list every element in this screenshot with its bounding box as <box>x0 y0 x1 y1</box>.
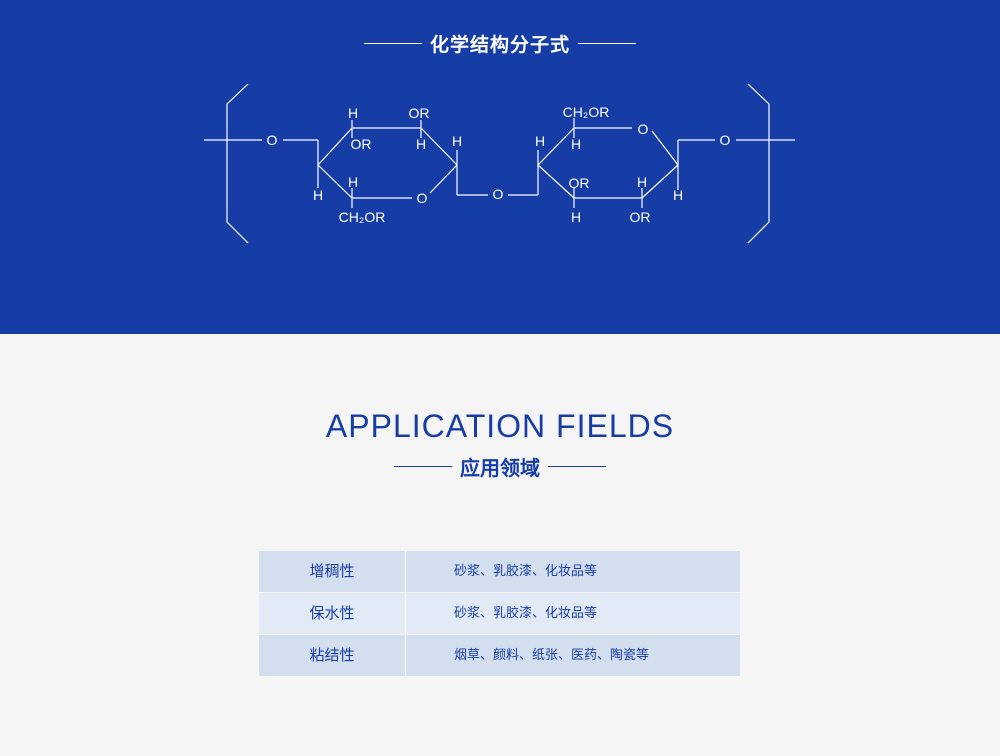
table-row: 保水性 砂浆、乳胶漆、化妆品等 <box>259 592 740 634</box>
oxygen-label: O <box>493 186 504 202</box>
banner-title-text: 化学结构分子式 <box>429 34 570 56</box>
or-label: OR <box>351 136 372 152</box>
hydrogen-label: H <box>348 174 358 190</box>
hydrogen-label: H <box>452 133 462 149</box>
title-rule-right <box>578 43 636 44</box>
oxygen-label: O <box>417 190 428 206</box>
hydrogen-label: H <box>416 136 426 152</box>
oxygen-label: O <box>638 121 649 137</box>
table-row: 增稠性 砂浆、乳胶漆、化妆品等 <box>259 551 740 592</box>
hydrogen-label: H <box>571 136 581 152</box>
title-rule-left <box>363 43 422 44</box>
bracket-right <box>747 83 770 244</box>
hydrogen-label: H <box>348 105 358 121</box>
hydrogen-label: H <box>535 133 545 149</box>
section-subheading-text: 应用领域 <box>460 456 540 480</box>
applications-cell: 砂浆、乳胶漆、化妆品等 <box>454 564 598 579</box>
or-label: OR <box>409 105 430 121</box>
hydrogen-label: H <box>313 187 323 203</box>
hero-banner: 化学结构分子式 <box>0 0 1000 334</box>
hydrogen-label: H <box>571 209 581 225</box>
or-label: OR <box>630 209 651 225</box>
banner-title: 化学结构分子式 <box>0 30 1000 57</box>
applications-cell: 砂浆、乳胶漆、化妆品等 <box>454 606 598 621</box>
oxygen-label: O <box>720 132 731 148</box>
table-row: 粘结性 烟草、颜料、纸张、医药、陶瓷等 <box>259 634 740 676</box>
hydrogen-label: H <box>637 174 647 190</box>
or-label: OR <box>569 175 590 191</box>
subheading-rule-right <box>548 466 606 467</box>
application-table: 增稠性 砂浆、乳胶漆、化妆品等 保水性 砂浆、乳胶漆、化妆品等 粘结性 烟草、颜… <box>259 551 740 676</box>
subheading-rule-left <box>394 466 452 467</box>
hydrogen-label: H <box>673 187 683 203</box>
property-cell: 粘结性 <box>259 635 406 676</box>
oxygen-label: O <box>267 132 278 148</box>
section-heading: APPLICATION FIELDS <box>325 408 675 444</box>
molecular-structure-diagram: O H OR OR H H H H O CH₂OR O CH₂OR O H H … <box>204 83 795 244</box>
property-cell: 保水性 <box>259 593 406 634</box>
ch2or-label: CH₂OR <box>339 209 386 225</box>
property-cell: 增稠性 <box>259 551 406 592</box>
bracket-left <box>226 83 249 244</box>
section-subheading: 应用领域 <box>0 452 1000 481</box>
ch2or-label: CH₂OR <box>563 104 610 120</box>
applications-cell: 烟草、颜料、纸张、医药、陶瓷等 <box>454 648 650 663</box>
